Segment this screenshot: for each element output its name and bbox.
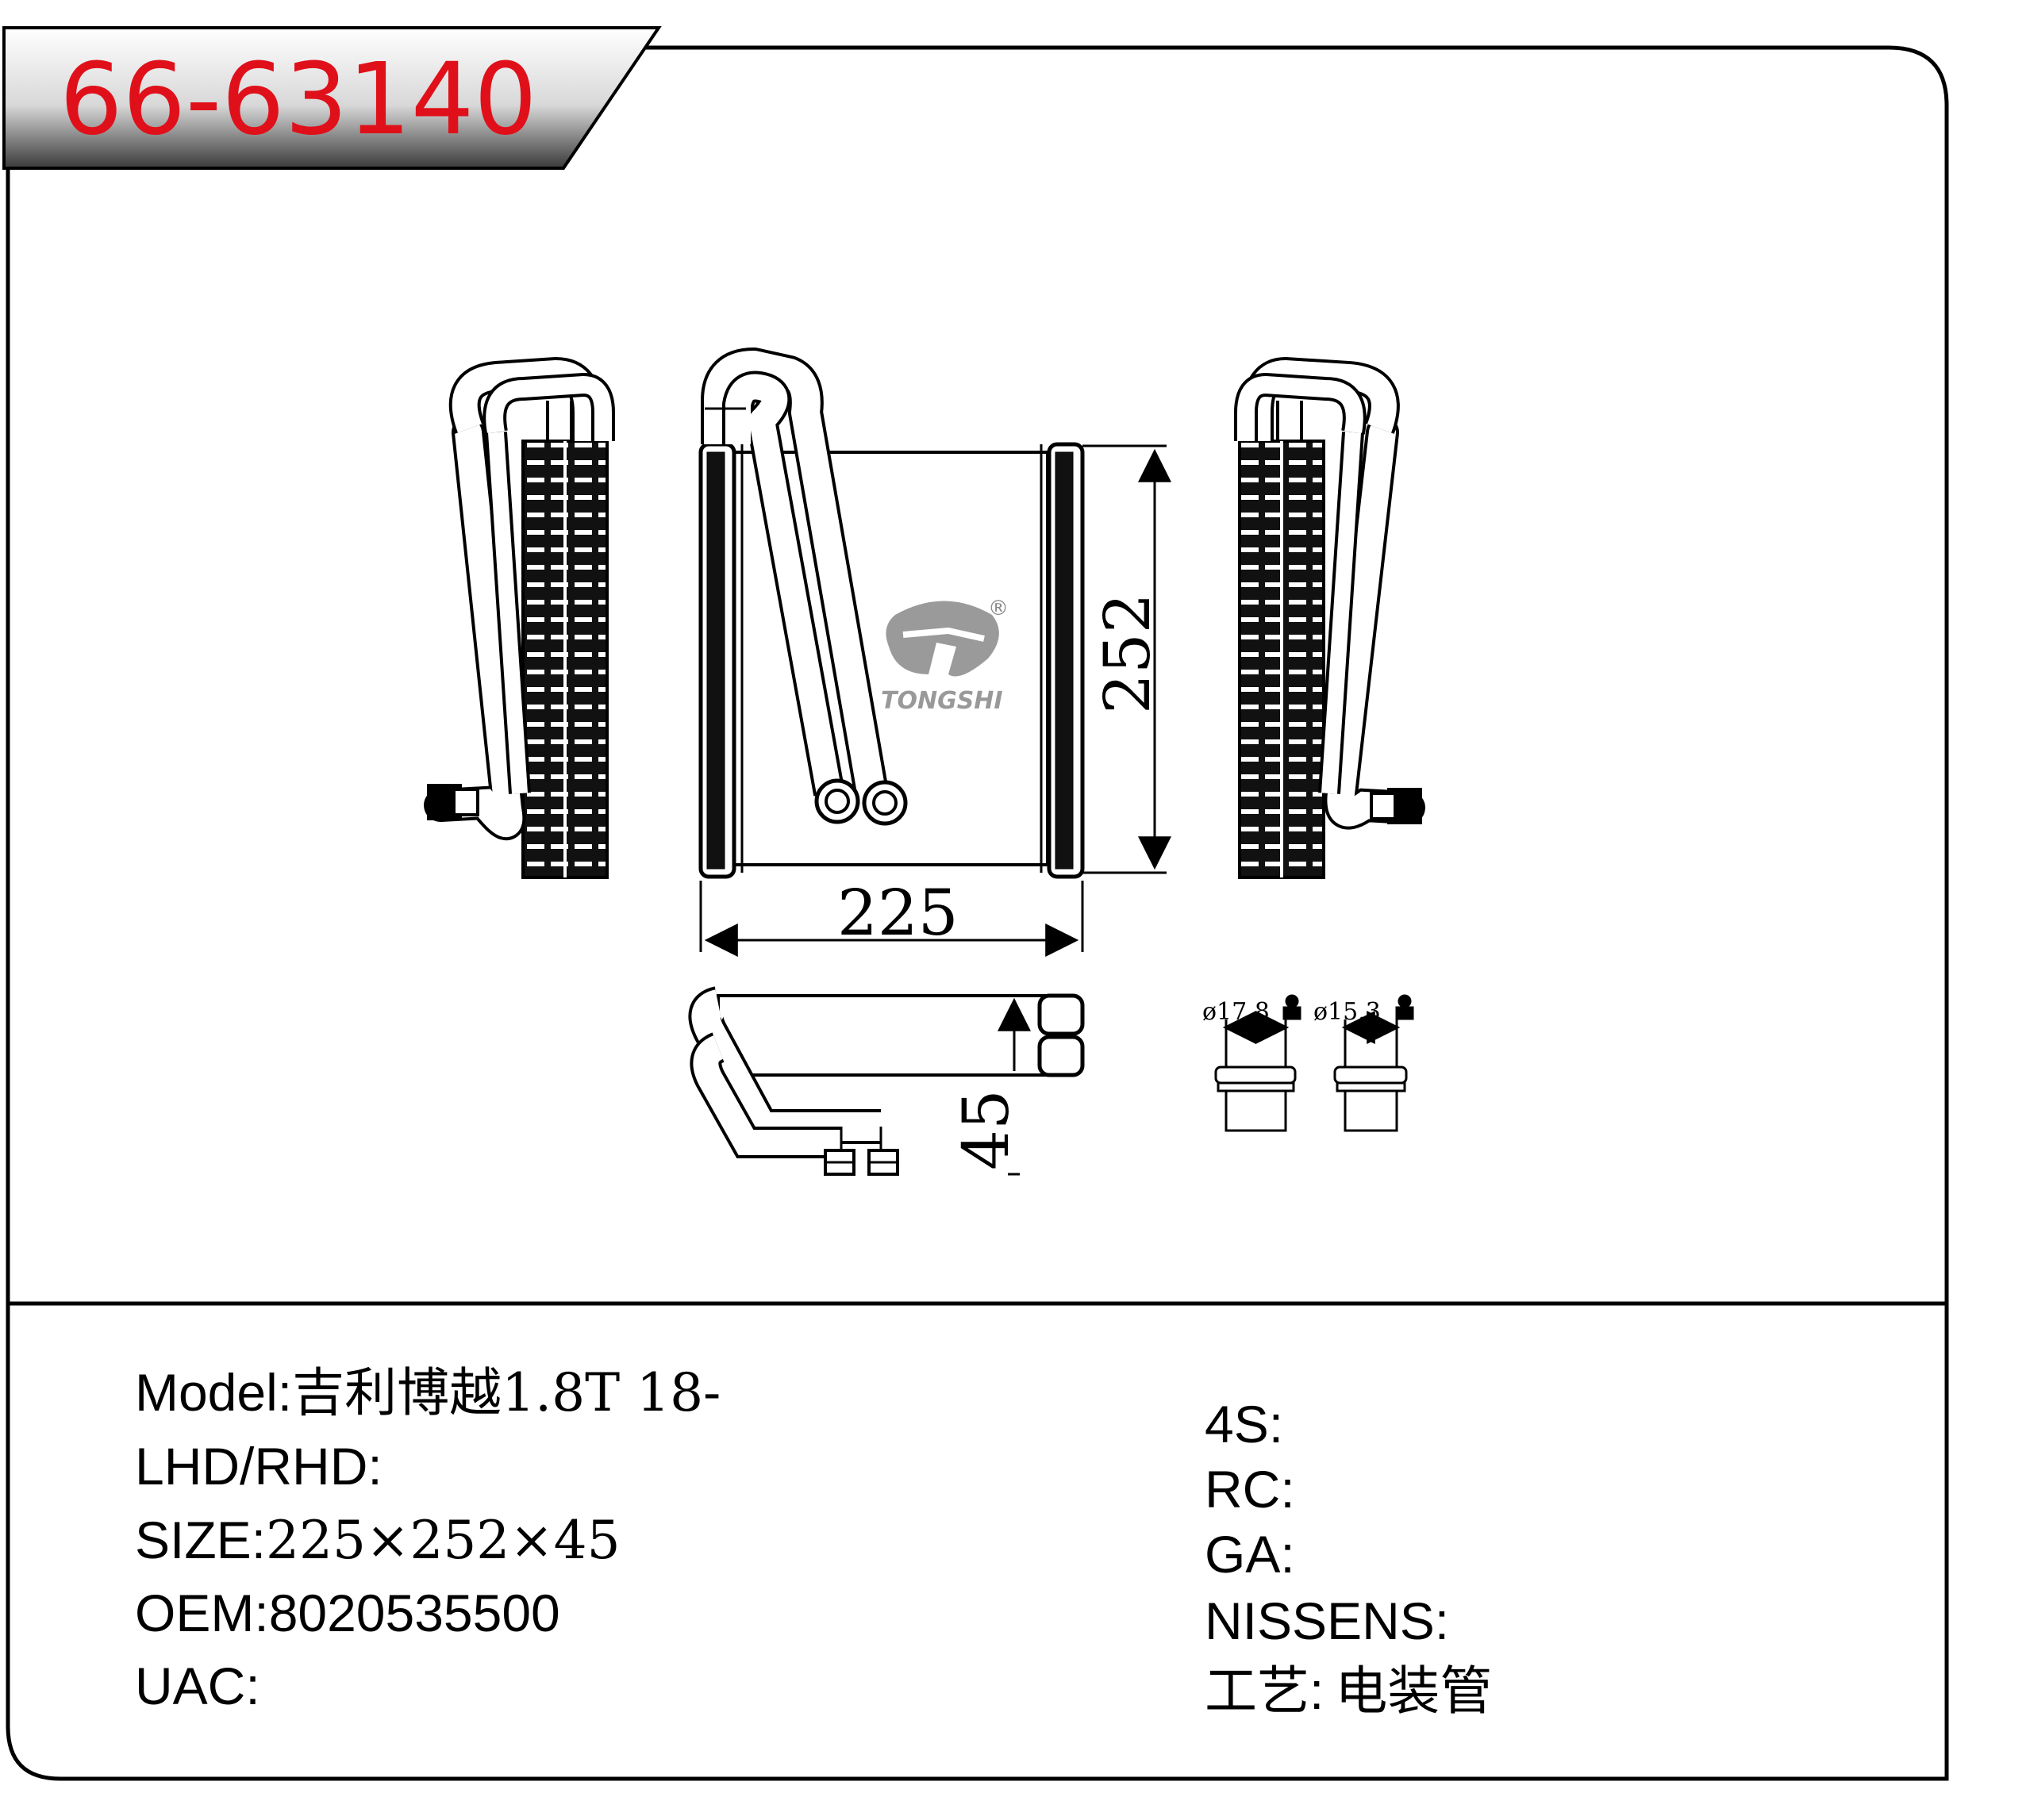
fitting-2-label: ø15.3 bbox=[1313, 998, 1381, 1026]
frame-border bbox=[6, 45, 1949, 1781]
spec-size: SIZE:225×252×45 bbox=[135, 1514, 621, 1567]
spec-4s-label: 4S: bbox=[1205, 1395, 1284, 1453]
dimension-height: 252 bbox=[1090, 593, 1164, 714]
logo-text: TONGSHI bbox=[881, 687, 1003, 715]
fitting-detail-1: ø17.8 bbox=[1202, 994, 1301, 1132]
fitting-1-label: ø17.8 bbox=[1202, 998, 1270, 1026]
side-view-right bbox=[1234, 356, 1425, 879]
top-view bbox=[688, 986, 1085, 1176]
dimension-width: 225 bbox=[837, 876, 959, 950]
spec-oem-label: OEM: bbox=[135, 1584, 269, 1642]
spec-process-label: 工艺: bbox=[1205, 1661, 1324, 1720]
dimension-depth: 45 bbox=[949, 1089, 1023, 1170]
spec-oem-value: 8020535500 bbox=[268, 1584, 560, 1642]
dimension-lines-top bbox=[998, 994, 1031, 1176]
spec-size-value: 225×252×45 bbox=[266, 1510, 621, 1571]
spec-4s: 4S: bbox=[1205, 1398, 1283, 1451]
front-view bbox=[698, 347, 1085, 879]
spec-rc-label: RC: bbox=[1205, 1460, 1295, 1519]
spec-nissens: NISSENS: bbox=[1205, 1595, 1449, 1648]
spec-lhd-rhd: LHD/RHD: bbox=[135, 1440, 383, 1493]
spec-uac-label: UAC: bbox=[135, 1657, 260, 1715]
spec-oem: OEM:8020535500 bbox=[135, 1587, 560, 1639]
logo-registered-mark: ® bbox=[988, 597, 1009, 620]
spec-model-value: 吉利博越1.8T 18- bbox=[292, 1362, 721, 1423]
part-number: 66-63140 bbox=[60, 42, 537, 157]
spec-ga-label: GA: bbox=[1205, 1525, 1295, 1584]
spec-ga: GA: bbox=[1205, 1528, 1295, 1581]
spec-model: Model:吉利博越1.8T 18- bbox=[135, 1366, 721, 1419]
dimension-lines-front bbox=[699, 444, 1171, 957]
spec-lhd-rhd-label: LHD/RHD: bbox=[135, 1437, 383, 1496]
side-view-left bbox=[424, 356, 615, 879]
tongshi-logo: ® TONGSHI bbox=[881, 597, 1009, 715]
spec-uac: UAC: bbox=[135, 1660, 260, 1713]
spec-rc: RC: bbox=[1205, 1463, 1295, 1516]
spec-process: 工艺:电装管 bbox=[1205, 1664, 1492, 1717]
part-number-tab bbox=[2, 26, 662, 170]
spec-size-label: SIZE: bbox=[135, 1511, 267, 1569]
spec-process-value: 电装管 bbox=[1335, 1661, 1493, 1720]
fitting-detail-2: ø15.3 bbox=[1313, 994, 1414, 1132]
spec-model-label: Model: bbox=[135, 1363, 293, 1422]
spec-nissens-label: NISSENS: bbox=[1205, 1592, 1450, 1650]
